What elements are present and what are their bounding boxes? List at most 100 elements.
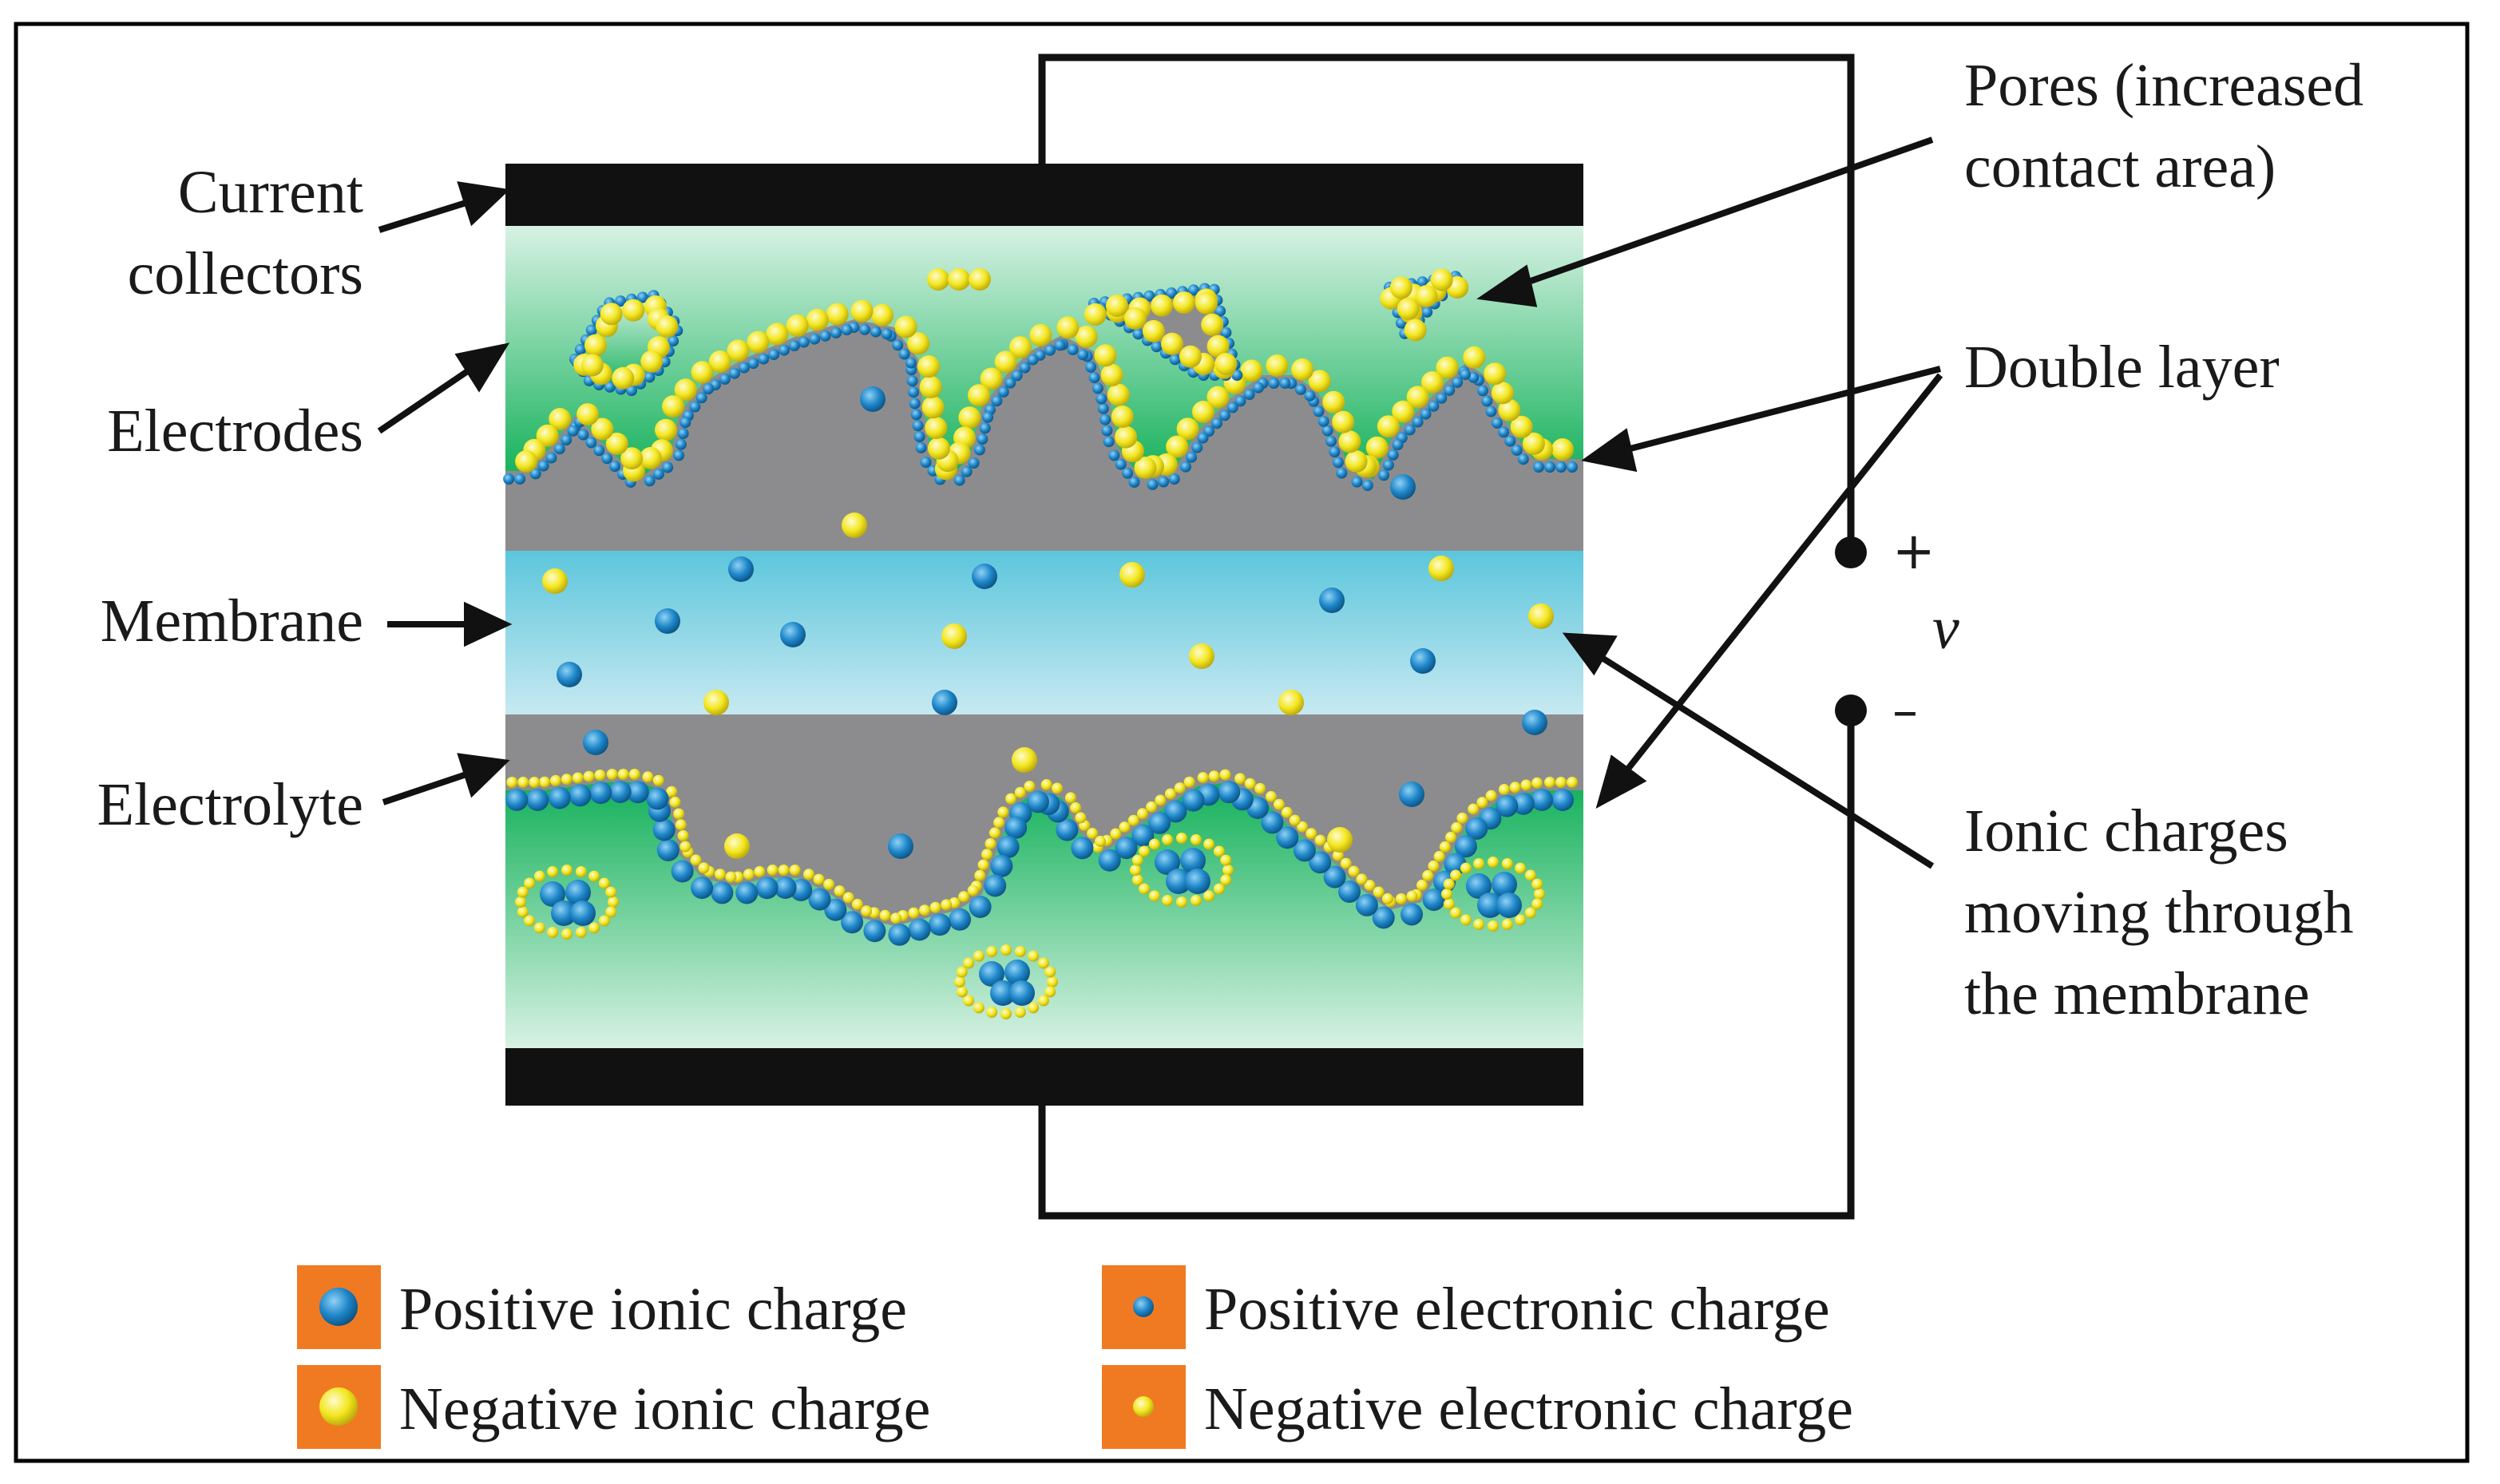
negative-electronic-charge [1531,777,1543,789]
negative-ionic-charge [515,450,538,473]
positive-electronic-charge [908,386,920,398]
positive-ionic-charge [932,690,957,715]
positive-electronic-charge [973,444,985,456]
positive-electronic-charge [1044,344,1056,356]
positive-electronic-charge [747,358,759,370]
negative-electronic-charge [1460,914,1472,926]
negative-ionic-charge [786,314,809,337]
negative-electronic-charge [1037,995,1049,1007]
negative-electronic-charge [1456,812,1468,824]
negative-electronic-charge [1441,888,1452,900]
negative-electronic-charge [908,907,920,919]
negative-electronic-charge [588,922,600,934]
negative-ionic-charge [1377,415,1400,438]
positive-electronic-charge [1243,389,1255,400]
negative-electronic-charge [1524,907,1536,919]
negative-electronic-charge [767,865,779,876]
positive-ionic-charge [589,782,612,805]
negative-ionic-charge [907,332,930,355]
positive-electronic-charge [585,324,597,336]
negative-electronic-charge [956,966,968,978]
positive-electronic-charge [1252,382,1264,394]
negative-electronic-charge [1488,857,1499,868]
positive-electronic-charge [593,445,605,457]
negative-electronic-charge [1445,831,1456,843]
negative-electronic-charge [1164,788,1176,800]
positive-ionic-charge [780,622,806,647]
bottom-current-collector [505,1048,1583,1106]
negative-ionic-charge [674,378,697,402]
positive-electronic-charge [788,340,800,352]
positive-ionic-charge [583,730,608,755]
negative-electronic-charge [1044,986,1056,998]
negative-electronic-charge [594,770,606,781]
negative-ionic-charge [958,406,981,429]
positive-ionic-charge [570,900,596,926]
negative-electronic-charge [1208,770,1220,782]
positive-ionic-charge [1496,892,1522,918]
positive-ionic-charge [1004,960,1030,985]
positive-electronic-charge [689,401,701,413]
positive-electronic-charge [567,425,579,437]
positive-ionic-charge [655,608,680,634]
negative-ionic-charge [1327,827,1353,853]
positive-electronic-charge [982,411,994,423]
positive-electronic-charge [859,323,870,335]
negative-electronic-charge [1473,919,1485,930]
positive-ionic-charge [1309,851,1332,874]
negative-electronic-charge [1148,838,1160,850]
positive-electronic-charge [1099,414,1111,425]
legend-label-positive-electronic: Positive electronic charge [1204,1276,1830,1343]
negative-ionic-charge [584,334,607,357]
negative-electronic-charge [1131,874,1143,886]
positive-electronic-charge [1317,415,1329,427]
negative-ionic-charge [1100,363,1123,386]
positive-ionic-charge [1319,588,1345,613]
positive-electronic-charge [1191,441,1203,453]
negative-electronic-charge [789,865,801,876]
label-current-collectors-line2: collectors [128,240,363,307]
positive-ionic-charge [1511,792,1535,815]
negative-ionic-charge [1404,319,1427,342]
negative-electronic-charge [1501,858,1513,869]
positive-electronic-charge [1504,435,1516,447]
negative-ionic-charge [747,330,770,354]
negative-ionic-charge [622,299,645,322]
positive-electronic-charge [1011,370,1023,382]
positive-electronic-charge [719,373,731,385]
negative-electronic-charge [754,865,766,877]
negative-ionic-charge [1166,435,1189,458]
negative-ionic-charge [536,424,559,447]
negative-electronic-charge [981,849,992,861]
negative-ionic-charge [1415,285,1438,308]
positive-ionic-charge [1115,837,1138,860]
positive-ionic-charge [841,911,864,934]
negative-ionic-charge [1240,359,1263,382]
negative-electronic-charge [679,841,691,853]
positive-electronic-charge [1329,446,1341,457]
positive-electronic-charge [1218,410,1230,421]
positive-ionic-charge [526,789,549,811]
negative-electronic-charge [842,892,854,904]
positive-electronic-charge [1092,382,1103,394]
positive-electronic-charge [585,437,597,449]
negative-ionic-charge [1510,415,1533,438]
negative-ionic-charge [1115,425,1138,449]
negative-ionic-charge [994,350,1017,374]
positive-electronic-charge [577,429,589,441]
negative-electronic-charge [1014,1007,1026,1018]
annotation-arrows [377,137,1943,869]
negative-electronic-charge [929,901,941,913]
positive-ionic-charge [1185,869,1210,894]
positive-ionic-charge [1551,789,1574,811]
positive-ionic-charge [1276,826,1299,849]
negative-electronic-charge [1014,786,1026,798]
negative-ionic-charge [639,446,662,469]
negative-electronic-charge [1176,896,1187,908]
negative-ionic-charge [1151,294,1174,317]
positive-electronic-charge [898,348,910,360]
negative-electronic-charge [1220,854,1232,866]
negative-ionic-charge [703,690,729,715]
negative-electronic-charge [1473,858,1485,869]
negative-ionic-charge [1111,406,1134,428]
